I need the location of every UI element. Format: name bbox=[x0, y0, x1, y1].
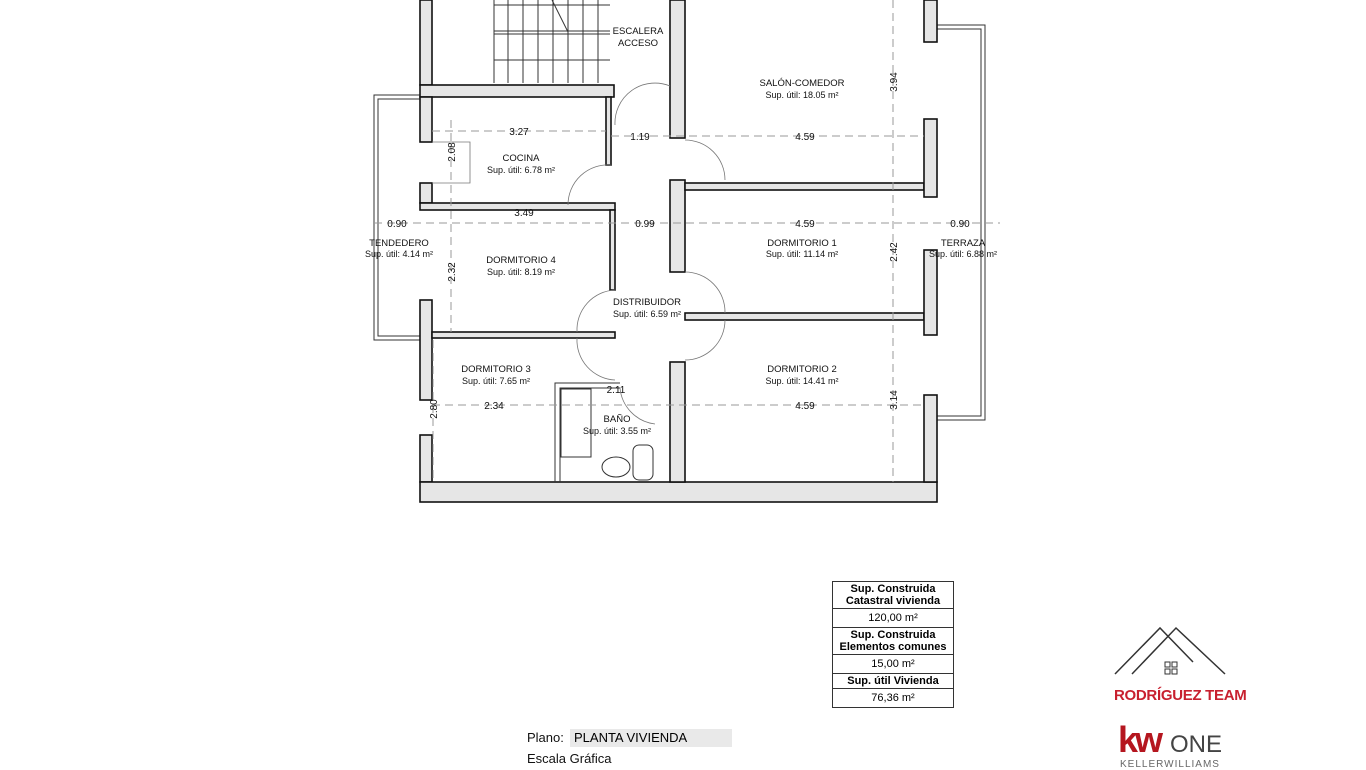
dim-tendedero-w: 0.90 bbox=[387, 219, 407, 230]
room-area-salon: Sup. útil: 18.05 m² bbox=[765, 90, 838, 100]
dim-dorm2-h: 3.14 bbox=[889, 390, 900, 410]
room-area-cocina: Sup. útil: 6.78 m² bbox=[487, 165, 555, 175]
room-label-distribuidor: DISTRIBUIDOR bbox=[613, 297, 681, 308]
dim-terraza-w: 0.90 bbox=[950, 219, 970, 230]
summary-value: 76,36 m² bbox=[832, 688, 954, 708]
plano-value: PLANTA VIVIENDA bbox=[570, 729, 732, 747]
dim-pasillo-w: 0.99 bbox=[635, 219, 655, 230]
escala-label: Escala Gráfica bbox=[527, 751, 612, 766]
summary-value: 120,00 m² bbox=[832, 608, 954, 628]
room-label-dormitorio3: DORMITORIO 3 bbox=[461, 364, 531, 375]
dim-dorm3-w: 2.34 bbox=[484, 401, 504, 412]
dimension-lines bbox=[374, 0, 1000, 482]
room-area-dormitorio1: Sup. útil: 11.14 m² bbox=[766, 249, 838, 259]
dim-salon-w: 4.59 bbox=[795, 132, 815, 143]
keller-williams-label: KELLERWILLIAMS bbox=[1120, 759, 1220, 770]
room-label-bano: BAÑO bbox=[604, 414, 631, 425]
doors bbox=[432, 82, 726, 425]
dim-dorm2-w: 4.59 bbox=[795, 401, 815, 412]
summary-label: Sup. Construida Elementos comunes bbox=[832, 627, 954, 655]
walls bbox=[419, 0, 938, 503]
room-label-terraza: TERRAZA bbox=[941, 238, 986, 249]
room-label-cocina: COCINA bbox=[503, 153, 541, 164]
room-area-dormitorio3: Sup. útil: 7.65 m² bbox=[462, 376, 530, 386]
staircase bbox=[493, 0, 610, 83]
room-label-dormitorio2: DORMITORIO 2 bbox=[767, 364, 837, 375]
summary-label: Sup. Construida Catastral vivienda bbox=[832, 581, 954, 609]
room-area-dormitorio4: Sup. útil: 8.19 m² bbox=[487, 267, 555, 277]
dim-dorm1-h: 2.42 bbox=[889, 242, 900, 262]
dim-cocina-h: 2.08 bbox=[447, 142, 458, 162]
tendedero-balcony bbox=[373, 94, 420, 341]
room-area-bano: Sup. útil: 3.55 m² bbox=[583, 426, 651, 436]
summary-value: 15,00 m² bbox=[832, 654, 954, 674]
room-label-tendedero: TENDEDERO bbox=[369, 238, 429, 249]
kw-one-label: ONE bbox=[1170, 731, 1223, 758]
room-area-distribuidor: Sup. útil: 6.59 m² bbox=[613, 309, 681, 319]
dim-bano-w: 2.11 bbox=[607, 385, 626, 396]
dim-dorm3-h: 2.80 bbox=[429, 399, 440, 419]
dim-hall-w: 1.19 bbox=[630, 132, 650, 143]
room-area-terraza: Sup. útil: 6.88 m² bbox=[929, 249, 997, 259]
dim-dorm4-w: 3.49 bbox=[514, 208, 534, 219]
floor-plan: ESCALERA ACCESO SALÓN-COMEDOR Sup. útil:… bbox=[365, 0, 1000, 503]
surface-summary-table: Sup. Construida Catastral vivienda 120,0… bbox=[832, 581, 954, 708]
room-label-salon: SALÓN-COMEDOR bbox=[760, 78, 845, 89]
room-area-tendedero: Sup. útil: 4.14 m² bbox=[365, 249, 433, 259]
dim-dorm4-h: 2.32 bbox=[447, 262, 458, 282]
room-label-escalera-2: ACCESO bbox=[618, 38, 658, 49]
plano-label: Plano: bbox=[527, 730, 564, 745]
room-label-dormitorio4: DORMITORIO 4 bbox=[486, 255, 556, 266]
bathroom-fixtures bbox=[560, 388, 654, 481]
house-logo-icon bbox=[1114, 626, 1226, 675]
dim-dorm1-w: 4.59 bbox=[795, 219, 815, 230]
room-area-dormitorio2: Sup. útil: 14.41 m² bbox=[765, 376, 838, 386]
kw-logo: kw bbox=[1118, 719, 1163, 760]
summary-label: Sup. útil Vivienda bbox=[832, 673, 954, 689]
dim-salon-h: 3.94 bbox=[889, 72, 900, 92]
dim-cocina-w: 3.27 bbox=[509, 127, 529, 138]
room-label-escalera: ESCALERA bbox=[613, 26, 664, 37]
sink-icon bbox=[601, 456, 631, 478]
team-name: RODRÍGUEZ TEAM bbox=[1114, 687, 1247, 704]
room-label-dormitorio1: DORMITORIO 1 bbox=[767, 238, 837, 249]
toilet-icon bbox=[632, 444, 654, 481]
